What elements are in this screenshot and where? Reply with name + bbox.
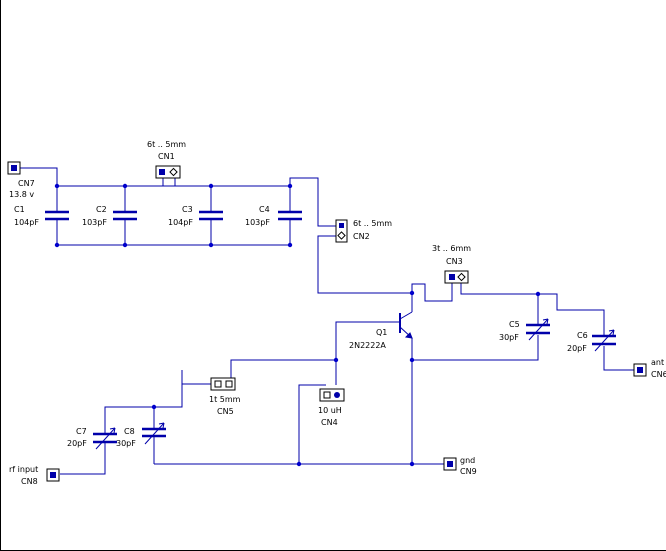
connector-cn6[interactable] (633, 363, 647, 377)
cn5-value-label: 1t 5mm (209, 395, 241, 404)
cn2-ref-label: CN2 (353, 232, 370, 241)
c1-value-label: 104pF (14, 218, 39, 227)
connector-cn5[interactable] (210, 377, 236, 391)
c7-ref-label: C7 (76, 427, 87, 436)
junction-dot (287, 242, 293, 248)
junction-dot (287, 183, 293, 189)
c6-value-label: 20pF (567, 344, 587, 353)
cn6-value-label: ant (651, 358, 664, 367)
connector-cn9[interactable] (443, 457, 457, 471)
capacitor-c3[interactable] (199, 210, 223, 221)
variable-capacitor-c8[interactable] (142, 422, 166, 445)
cn3-ref-label: CN3 (446, 257, 463, 266)
variable-capacitor-c6[interactable] (592, 329, 616, 352)
c2-value-label: 103pF (82, 218, 107, 227)
variable-capacitor-c7[interactable] (93, 427, 117, 450)
cn1-ref-label: CN1 (158, 152, 175, 161)
connector-cn7[interactable] (7, 161, 21, 175)
connector-cn1[interactable] (155, 165, 181, 179)
cn9-ref-label: CN9 (460, 467, 477, 476)
cn8-ref-label: CN8 (21, 477, 38, 486)
capacitor-c4[interactable] (278, 210, 302, 221)
cn6-ref-label: CN6 (651, 370, 666, 379)
cn8-value-label: rf input (9, 465, 38, 474)
cn7-value-label: 13.8 v (9, 190, 34, 199)
junction-dot (535, 291, 541, 297)
capacitor-c1[interactable] (45, 210, 69, 221)
c5-ref-label: C5 (509, 320, 520, 329)
c8-value-label: 30pF (116, 439, 136, 448)
junction-dot (122, 183, 128, 189)
junction-dot (54, 242, 60, 248)
c3-value-label: 104pF (168, 218, 193, 227)
connector-cn3[interactable] (444, 270, 469, 284)
transistor-q1[interactable] (399, 311, 413, 339)
junction-dot (54, 183, 60, 189)
cn3-value-label: 3t .. 6mm (432, 244, 471, 253)
junction-dot (122, 242, 128, 248)
junction-dot (409, 461, 415, 467)
junction-dot (296, 461, 302, 467)
c6-ref-label: C6 (577, 331, 588, 340)
junction-dot (208, 242, 214, 248)
cn5-ref-label: CN5 (217, 407, 234, 416)
cn9-value-label: gnd (460, 456, 475, 465)
variable-capacitor-c5[interactable] (526, 318, 550, 341)
junction-dot (208, 183, 214, 189)
junction-dots (54, 183, 541, 467)
c8-ref-label: C8 (124, 427, 135, 436)
connector-cn8[interactable] (46, 468, 60, 482)
connector-cn2[interactable] (335, 219, 348, 243)
capacitor-c2[interactable] (113, 210, 137, 221)
connector-cn4[interactable] (319, 388, 345, 402)
q1-ref-label: Q1 (376, 328, 387, 337)
component-labels: C1 104pF C2 103pF C3 104pF C4 103pF C5 3… (14, 205, 588, 448)
cn7-ref-label: CN7 (18, 179, 35, 188)
cn2-value-label: 6t .. 5mm (353, 219, 392, 228)
c3-ref-label: C3 (182, 205, 193, 214)
c1-ref-label: C1 (14, 205, 25, 214)
junction-dot (151, 404, 157, 410)
c4-ref-label: C4 (259, 205, 270, 214)
c7-value-label: 20pF (67, 439, 87, 448)
junction-dot (333, 357, 339, 363)
c4-value-label: 103pF (245, 218, 270, 227)
junction-dot (409, 290, 415, 296)
c2-ref-label: C2 (96, 205, 107, 214)
connector-labels: 6t .. 5mm CN1 6t .. 5mm CN2 3t .. 6mm CN… (9, 140, 666, 486)
junction-dot (409, 357, 415, 363)
cn4-ref-label: CN4 (321, 418, 338, 427)
c5-value-label: 30pF (499, 333, 519, 342)
wires (18, 167, 634, 475)
cn1-value-label: 6t .. 5mm (147, 140, 186, 149)
cn4-value-label: 10 uH (318, 406, 342, 415)
q1-value-label: 2N2222A (349, 341, 386, 350)
